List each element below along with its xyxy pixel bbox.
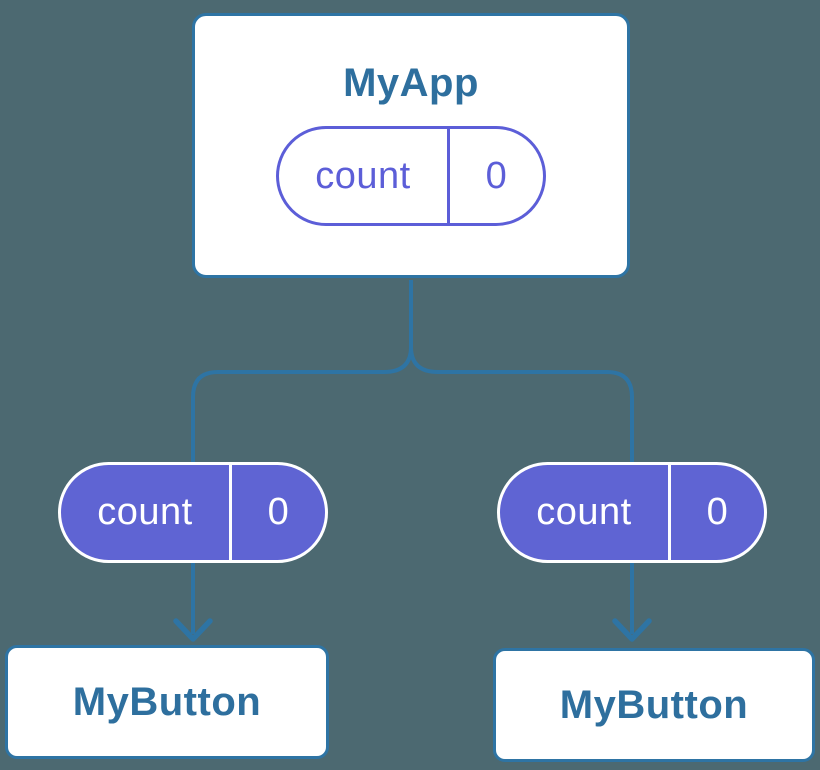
left-arrow-head-icon [173,618,213,642]
node-myapp-label: MyApp [343,61,479,105]
state-pill-name: count [279,129,450,223]
node-mybutton-right: MyButton [493,648,815,762]
node-mybutton-left: MyButton [5,645,329,759]
left-props-pill-name: count [61,465,232,560]
right-props-pill-name: count [500,465,671,560]
left-branch-line [191,346,413,634]
myapp-state-pill: count 0 [276,126,546,226]
node-mybutton-right-label: MyButton [559,682,749,727]
right-props-pill-value: 0 [706,491,729,533]
right-props-pill: count 0 [497,462,767,563]
left-props-pill-value: 0 [267,491,290,533]
node-mybutton-left-label: MyButton [72,679,262,724]
right-branch-line [409,346,634,634]
node-myapp: MyApp count 0 [192,13,630,278]
state-pill-value: 0 [485,154,508,197]
left-props-pill: count 0 [58,462,328,563]
right-arrow-head-icon [612,618,652,642]
